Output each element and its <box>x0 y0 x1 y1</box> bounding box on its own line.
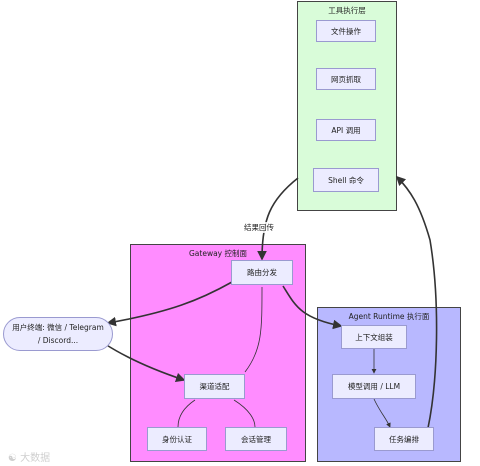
edge-routing-to-user <box>106 281 233 327</box>
channel-adapt-node: 渠道适配 <box>184 374 245 399</box>
watermark: ☯ 大数据 <box>8 449 50 464</box>
edge-routing-to-context <box>282 285 343 330</box>
edge-channel-to-auth <box>177 399 196 428</box>
edge-routing-to-channel <box>244 286 263 373</box>
watermark-logo-icon: ☯ <box>8 453 17 464</box>
shell-cmd-node: Shell 命令 <box>313 168 379 192</box>
tools-layer-group: 工具执行层 文件操作 网页抓取 API 调用 Shell 命令 <box>297 1 397 211</box>
tools-layer-title: 工具执行层 <box>328 6 366 15</box>
result-return-label: 结果回传 <box>243 222 275 233</box>
edge-channel-to-session <box>233 399 256 428</box>
model-call-node: 模型调用 / LLM <box>332 374 416 399</box>
watermark-text: 大数据 <box>20 453 51 464</box>
user-terminal-node: 用户终端: 微信 / Telegram / Discord... <box>3 317 113 351</box>
context-assembly-node: 上下文组装 <box>341 325 407 349</box>
auth-node: 身份认证 <box>147 427 207 451</box>
edge-task-to-tools <box>395 175 438 429</box>
gateway-title: Gateway 控制面 <box>188 249 247 258</box>
session-mgmt-node: 会话管理 <box>225 427 287 451</box>
routing-node: 路由分发 <box>231 260 293 285</box>
edge-model-to-task <box>373 398 391 428</box>
api-call-node: API 调用 <box>316 119 376 141</box>
task-orchestration-node: 任务编排 <box>374 427 434 451</box>
runtime-title: Agent Runtime 执行面 <box>348 312 430 321</box>
edge-user-to-channel <box>95 335 186 383</box>
file-ops-node: 文件操作 <box>316 20 376 42</box>
edge-tools-to-routing <box>257 177 299 261</box>
web-scrape-node: 网页抓取 <box>316 68 376 90</box>
